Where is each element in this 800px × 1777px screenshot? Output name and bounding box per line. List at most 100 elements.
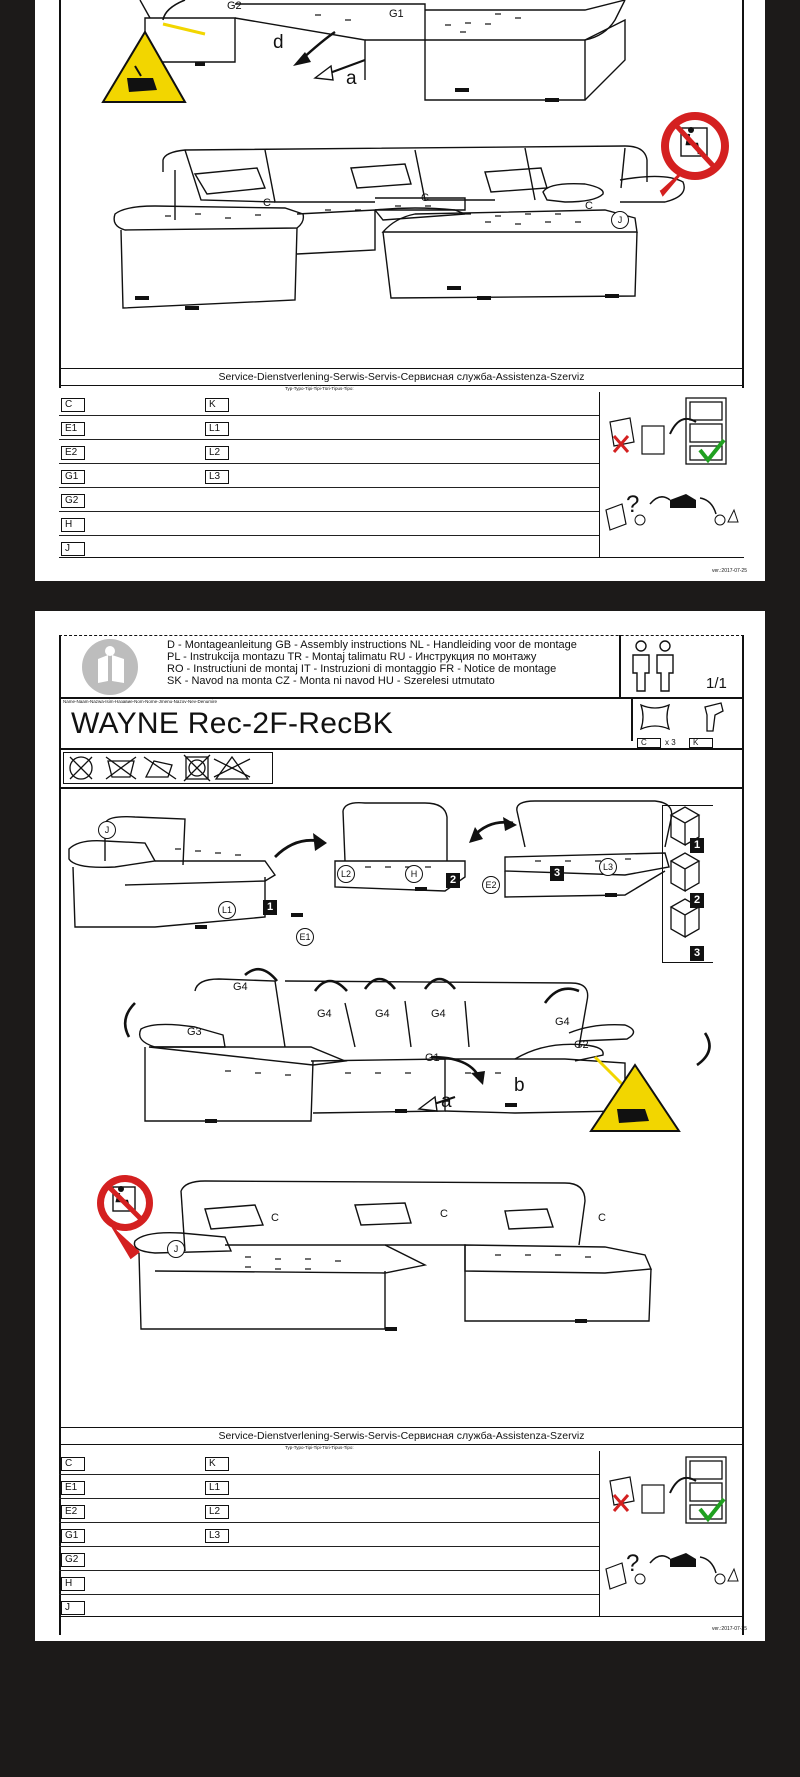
name-line: Name-Naam-Nazwa-Isim-Назавие-Nom-Nome-Jm…: [63, 699, 217, 704]
label-l1: L1: [218, 901, 236, 919]
svg-text:?: ?: [626, 1550, 639, 1577]
part-tag: K: [205, 1457, 229, 1471]
part-tag: E1: [61, 422, 85, 436]
label-b: b: [514, 1075, 525, 1096]
part-tag: E2: [61, 1505, 85, 1519]
label-c-2: C: [421, 192, 429, 204]
label-l2: L2: [337, 865, 355, 883]
label-j: J: [611, 211, 629, 229]
label-g4: G4: [317, 1008, 332, 1020]
label-j: J: [98, 821, 116, 839]
step-badge: 1: [263, 900, 277, 915]
label-e2: E2: [482, 876, 500, 894]
label-g4: G4: [233, 981, 248, 993]
part-tag: H: [61, 518, 85, 532]
label-g3: G3: [187, 1026, 202, 1038]
parts-layout-diagram: [68, 800, 701, 939]
label-g4: G4: [375, 1008, 390, 1020]
fittings-illustration: [639, 702, 724, 732]
step-badge: 2: [446, 873, 460, 888]
header-top-line: [59, 635, 744, 636]
label-j: J: [167, 1240, 185, 1258]
label-g4: G4: [555, 1016, 570, 1028]
page-number: 1/1: [706, 675, 727, 692]
part-tag: E2: [61, 446, 85, 460]
instruction-languages: D - Montageanleitung GB - Assembly instr…: [167, 639, 577, 687]
filing-cabinet-icon: [685, 397, 727, 465]
part-tag: L1: [205, 422, 229, 436]
product-name: WAYNE Rec-2F-RecBK: [71, 707, 394, 740]
fitting-k-tag: K: [689, 738, 713, 748]
version-text: ver.:2017-07-25: [711, 1626, 747, 1632]
service-illustration: ?: [605, 397, 739, 531]
lang-line: PL - Instrukcija montazu TR - Montaj tal…: [167, 651, 537, 663]
type-line: Typ-Typo-Tipi-Tipi-Türi-Tipus-Tipo:: [285, 386, 354, 391]
filing-cabinet-icon: [685, 1456, 727, 1524]
label-a: a: [441, 1091, 452, 1112]
label-h: H: [405, 865, 423, 883]
hand-crush-warning-icon: [101, 30, 187, 103]
label-l3: L3: [599, 858, 617, 876]
part-tag: L2: [205, 1505, 229, 1519]
service-heading: Service-Dienstverlening-Serwis-Servis-Се…: [59, 1427, 744, 1445]
step-badge: 3: [690, 946, 704, 961]
bracket-icon: [704, 702, 724, 732]
part-tag: G2: [61, 494, 85, 508]
part-tag: G2: [61, 1553, 85, 1567]
part-tag: G1: [61, 1529, 85, 1543]
sheet-border: [742, 0, 744, 388]
part-tag: L1: [205, 1481, 229, 1495]
label-c-3: C: [585, 200, 593, 212]
step-badge: 2: [690, 893, 704, 908]
telephone-icon: [670, 494, 696, 508]
instruction-sheet-main: D - Montageanleitung GB - Assembly instr…: [35, 611, 765, 1641]
part-tag: E1: [61, 1481, 85, 1495]
part-tag: C: [61, 398, 85, 412]
fitting-c-tag: C: [637, 738, 661, 748]
part-tag: K: [205, 398, 229, 412]
washing-care-icon: [69, 754, 251, 782]
instruction-sheet-top: G2 G1 d a: [35, 0, 765, 581]
cushion-icon: [639, 703, 671, 731]
service-icons-box: ?: [599, 392, 745, 557]
service-heading: Service-Dienstverlening-Serwis-Servis-Се…: [59, 368, 744, 386]
label-c-1: C: [263, 197, 271, 209]
no-sitting-icon: [97, 1175, 153, 1260]
label-c-2: C: [440, 1208, 448, 1220]
box-stack-frame: [662, 805, 713, 963]
part-tag: J: [61, 542, 85, 556]
part-tag: G1: [61, 470, 85, 484]
hand-crush-warning-icon: [589, 1063, 681, 1132]
sheet-border-left: [59, 635, 61, 1635]
label-c-3: C: [598, 1212, 606, 1224]
two-people-icon: [632, 640, 674, 692]
part-tag: L3: [205, 470, 229, 484]
label-c-1: C: [271, 1212, 279, 1224]
label-g2: G2: [574, 1039, 589, 1051]
service-illustration: ?: [605, 1456, 739, 1590]
part-tag: L3: [205, 1529, 229, 1543]
label-g1: G1: [425, 1052, 440, 1064]
part-tag: L2: [205, 446, 229, 460]
sheet-border-left: [59, 0, 61, 388]
service-icons-box: ?: [599, 1451, 745, 1616]
label-e1: E1: [296, 928, 314, 946]
fitting-qty: x 3: [665, 738, 676, 747]
step-badge: 1: [690, 838, 704, 853]
book-manual-icon: [82, 639, 138, 695]
book-manual-icon: [641, 425, 665, 455]
storage-open-diagram: [101, 0, 626, 103]
assembled-sofa-diagram: [97, 1175, 653, 1331]
step-badge: 3: [550, 866, 564, 881]
label-g1: G1: [389, 8, 404, 20]
part-tag: J: [61, 1601, 85, 1615]
no-sitting-icon: [659, 112, 729, 197]
lang-line: SK - Navod na monta CZ - Monta ni navod …: [167, 675, 495, 687]
part-tag: H: [61, 1577, 85, 1591]
lang-line: RO - Instructiuni de montaj IT - Instruz…: [167, 663, 557, 675]
type-line: Typ-Typo-Tipi-Tipi-Türi-Tipus-Tipo:: [285, 1445, 354, 1450]
box-icon: [669, 806, 701, 939]
parts-table: C E1 E2 G1 G2 H J K L1 L2 L3 ?: [59, 1451, 744, 1617]
version-text: ver.:2017-07-25: [711, 568, 747, 574]
adjustment-diagram: [123, 967, 711, 1132]
